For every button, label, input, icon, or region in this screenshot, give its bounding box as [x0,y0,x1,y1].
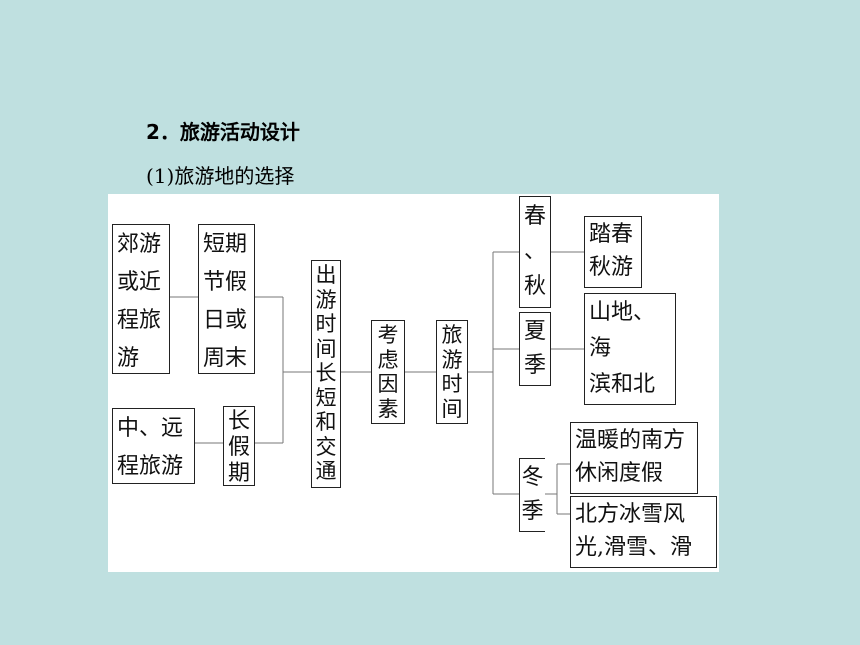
node-summer: 夏 季 [519,312,551,386]
node-winter-dest-south: 温暖的南方 休闲度假 [570,422,698,494]
node-mid-far: 中、远 程旅游 [112,408,195,484]
node-time-traffic: 出 游 时 间 长 短 和 交 通 [311,260,341,488]
section-title: 2．旅游活动设计 [146,120,300,144]
node-winter: 冬 季 [519,458,545,532]
node-winter-dest-north: 北方冰雪风 光,滑雪、滑冰 [570,496,717,568]
node-factors: 考 虑 因 素 [371,320,405,424]
travel-choice-diagram: 郊游 或近 程旅 游 短期 节假 日或 周末 中、远 程旅游 长 假 期 出 游… [108,194,719,572]
node-spring-autumn-dest: 踏春 秋游 [584,216,642,288]
node-spring-autumn: 春 、 秋 [519,196,551,308]
node-short-holiday: 短期 节假 日或 周末 [198,224,255,374]
node-summer-dest: 山地、海 滨和北 方避暑 [584,293,676,405]
connector-lines [166,251,584,515]
node-suburban: 郊游 或近 程旅 游 [112,224,170,374]
section-subtitle: (1)旅游地的选择 [146,164,295,188]
node-travel-time: 旅 游 时 间 [436,320,468,424]
node-long-holiday: 长 假 期 [223,406,255,486]
